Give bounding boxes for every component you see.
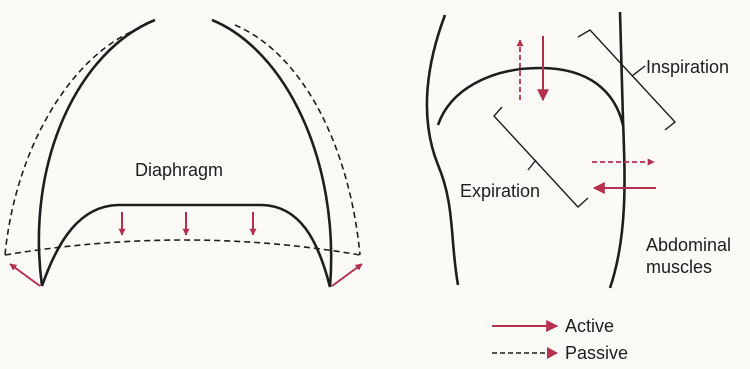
abdominal-muscles-label-line1: Abdominal bbox=[646, 235, 731, 255]
thorax-lateral-view: Inspiration Expiration Abdominal muscles bbox=[427, 12, 731, 288]
legend-passive-arrowhead bbox=[547, 347, 558, 359]
passive-outline-left bbox=[5, 28, 140, 255]
active-arrow-lateral-right bbox=[332, 264, 362, 286]
diaphragm-frontal-view: Diaphragm bbox=[5, 20, 362, 287]
abdominal-muscles-label-line2: muscles bbox=[646, 257, 712, 277]
diaphragm-label: Diaphragm bbox=[135, 160, 223, 180]
ribcage-left-wall bbox=[39, 20, 155, 286]
ribcage-right-wall bbox=[212, 20, 331, 287]
legend-active-label: Active bbox=[565, 316, 614, 336]
active-arrow-lateral-left bbox=[10, 264, 40, 286]
anterior-body-wall bbox=[427, 15, 458, 285]
legend: Active Passive bbox=[492, 316, 628, 363]
inspiration-leader bbox=[632, 66, 645, 76]
inspiration-label: Inspiration bbox=[646, 57, 729, 77]
expiration-label: Expiration bbox=[460, 181, 540, 201]
expiration-leader bbox=[528, 160, 536, 170]
legend-passive-label: Passive bbox=[565, 343, 628, 363]
diaphragm-dome-lateral bbox=[438, 68, 623, 125]
